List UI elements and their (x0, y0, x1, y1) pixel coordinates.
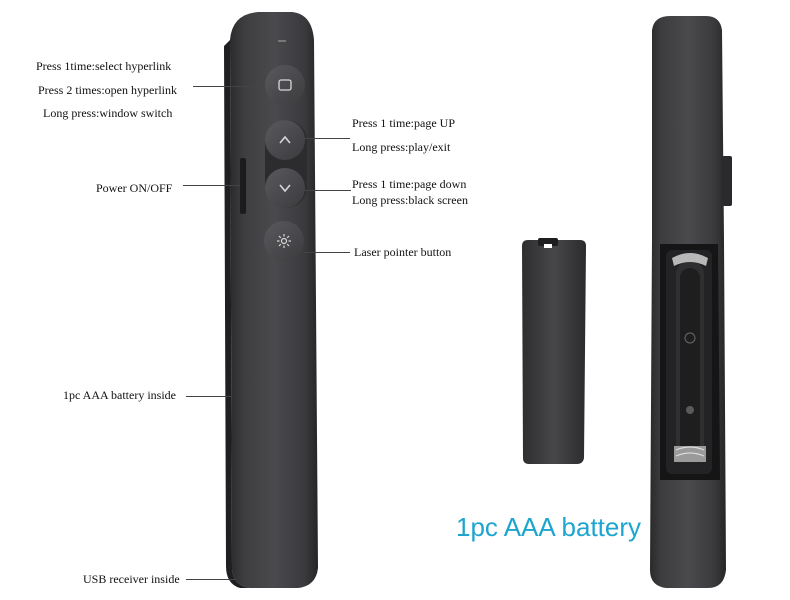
label-battery-inside: 1pc AAA battery inside (63, 388, 176, 402)
label-play-exit: Long press:play/exit (352, 140, 451, 154)
label-select-hyperlink: Press 1time:select hyperlink (36, 59, 172, 73)
open-device-back (650, 16, 732, 588)
page-up-button[interactable] (265, 120, 305, 160)
page-down-button[interactable] (265, 168, 305, 208)
callout-line-page-up (303, 138, 350, 139)
power-switch[interactable] (240, 158, 246, 214)
label-black-screen: Long press:black screen (352, 193, 468, 207)
window-icon (278, 79, 292, 91)
chevron-down-icon (279, 184, 291, 193)
label-open-hyperlink: Press 2 times:open hyperlink (38, 83, 177, 97)
label-page-down: Press 1 time:page down (352, 177, 467, 191)
label-usb-receiver: USB receiver inside (83, 572, 180, 586)
callout-line-power (183, 185, 240, 186)
label-window-switch: Long press:window switch (43, 106, 173, 120)
label-power: Power ON/OFF (96, 181, 173, 195)
callout-line-battery (186, 396, 232, 397)
laser-button[interactable] (264, 221, 304, 261)
battery-cover (522, 238, 586, 464)
window-button[interactable] (265, 65, 305, 105)
battery-caption: 1pc AAA battery (456, 512, 642, 542)
callout-line-laser (303, 252, 350, 253)
label-page-up: Press 1 time:page UP (352, 116, 455, 130)
callout-line-page-down (303, 190, 351, 191)
label-laser: Laser pointer button (354, 245, 452, 259)
chevron-up-icon (279, 135, 291, 144)
callout-line-usb (186, 579, 236, 580)
presenter-device (224, 12, 318, 588)
laser-icon (277, 234, 291, 248)
callout-line-window (193, 86, 265, 87)
